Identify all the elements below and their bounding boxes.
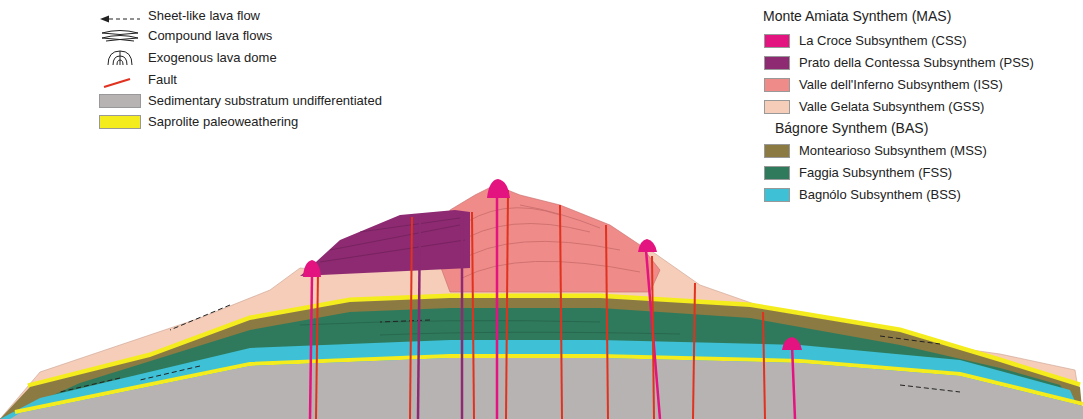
legend-row: Bagnólo Subsynthem (BSS) bbox=[765, 187, 961, 202]
legend-text: Valle dell'Inferno Subsynthem (ISS) bbox=[799, 77, 1003, 92]
legend-symbol bbox=[100, 29, 140, 43]
pss-unit bbox=[300, 210, 470, 276]
legend-text: Sheet-like lava flow bbox=[148, 8, 260, 23]
legend-swatch bbox=[100, 95, 140, 107]
legend-text: Bagnólo Subsynthem (BSS) bbox=[799, 187, 961, 202]
legend-row: Compound lava flows bbox=[100, 28, 272, 43]
legend-swatch bbox=[765, 79, 789, 91]
legend-row: Valle Gelata Subsynthem (GSS) bbox=[765, 99, 984, 114]
legend-symbol bbox=[100, 10, 140, 22]
legend-swatch bbox=[100, 116, 140, 128]
bss-unit bbox=[0, 340, 1083, 419]
mss-unit bbox=[0, 298, 1083, 419]
css-domes bbox=[303, 179, 802, 350]
legend-row: La Croce Subsynthem (CSS) bbox=[765, 33, 967, 48]
legend-row: Sheet-like lava flow bbox=[100, 8, 260, 23]
legend-row: Exogenous lava dome bbox=[100, 48, 277, 66]
compound-flow-lines bbox=[455, 205, 640, 278]
legend-text: Exogenous lava dome bbox=[148, 50, 277, 65]
legend-swatch bbox=[765, 167, 789, 179]
legend-row: Fault bbox=[100, 72, 177, 87]
pss-hatch bbox=[320, 218, 465, 262]
legend-text: La Croce Subsynthem (CSS) bbox=[799, 33, 967, 48]
legend-swatch bbox=[765, 35, 789, 47]
legend-row: Faggia Subsynthem (FSS) bbox=[765, 165, 952, 180]
legend-text: Prato della Contessa Subsynthem (PSS) bbox=[799, 55, 1034, 70]
substratum bbox=[10, 358, 1083, 419]
feeder-dykes bbox=[310, 190, 795, 419]
legend-row: Prato della Contessa Subsynthem (PSS) bbox=[765, 55, 1034, 70]
legend-text: Valle Gelata Subsynthem (GSS) bbox=[799, 99, 984, 114]
legend-symbol bbox=[100, 74, 140, 86]
faults bbox=[316, 190, 765, 419]
legend-swatch bbox=[765, 57, 789, 69]
legend-row: Saprolite paleoweathering bbox=[100, 114, 298, 129]
legend-text: Fault bbox=[148, 72, 177, 87]
legend-swatch bbox=[765, 101, 789, 113]
legend-swatch bbox=[765, 189, 789, 201]
legend-text: Faggia Subsynthem (FSS) bbox=[799, 165, 952, 180]
legend-heading: Monte Amiata Synthem (MAS) bbox=[763, 8, 951, 24]
legend-text: Compound lava flows bbox=[148, 28, 272, 43]
legend-text: Sedimentary substratum undifferentiated bbox=[148, 93, 382, 108]
sheet-flow-arrows bbox=[60, 305, 960, 392]
legend-text: Montearioso Subsynthem (MSS) bbox=[799, 143, 987, 158]
legend-symbol bbox=[100, 48, 140, 66]
legend-row: Sedimentary substratum undifferentiated bbox=[100, 93, 382, 108]
legend-swatch bbox=[765, 145, 789, 157]
fss-unit bbox=[0, 308, 1083, 419]
legend-heading: Bágnore Synthem (BAS) bbox=[775, 120, 928, 136]
legend-row: Valle dell'Inferno Subsynthem (ISS) bbox=[765, 77, 1003, 92]
legend-row: Montearioso Subsynthem (MSS) bbox=[765, 143, 987, 158]
legend-text: Saprolite paleoweathering bbox=[148, 114, 298, 129]
fss-flow-lines bbox=[300, 321, 680, 335]
